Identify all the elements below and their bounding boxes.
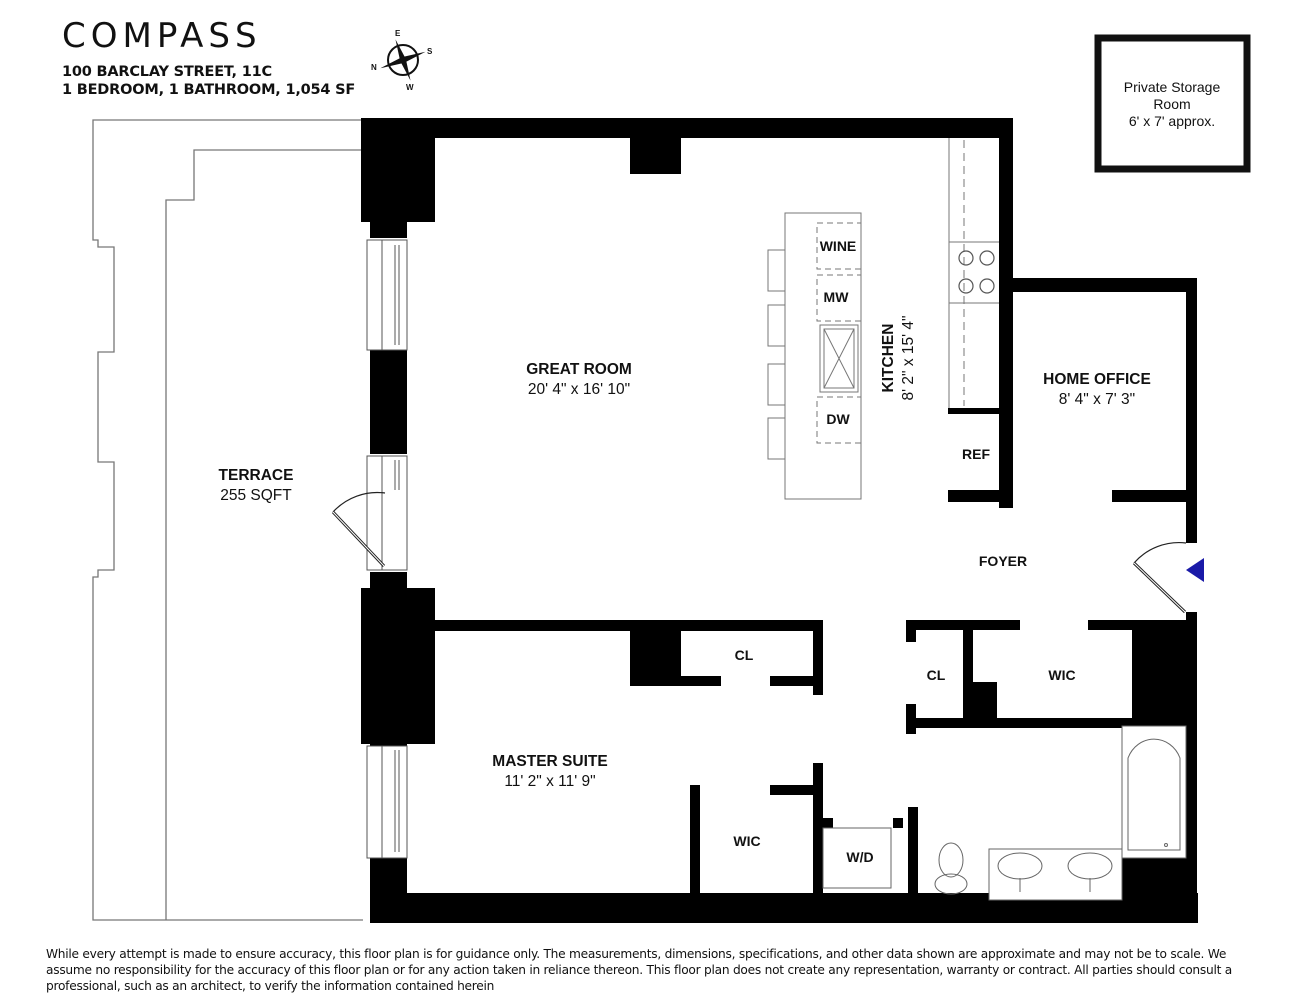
private-storage-room: Private Storage Room 6' x 7' approx. [1094, 34, 1251, 173]
dw-label: DW [826, 411, 850, 427]
great-room-size: 20' 4" x 16' 10" [528, 381, 630, 398]
kitchen-island [767, 212, 862, 500]
washer-dryer-label: W/D [846, 849, 873, 865]
compass-e-label: E [395, 29, 401, 38]
terrace-outline [92, 119, 363, 921]
wine-label: WINE [820, 238, 857, 254]
home-office-label: HOME OFFICE [1043, 371, 1151, 388]
compass-w-label: W [406, 83, 414, 92]
kitchen-size: 8' 2" x 15' 4" [900, 315, 917, 400]
terrace-door[interactable] [331, 491, 386, 568]
entry-marker-icon [1186, 558, 1204, 582]
disclaimer: While every attempt is made to ensure ac… [46, 947, 1232, 993]
mw-label: MW [824, 289, 850, 305]
terrace-label: TERRACE [219, 467, 294, 484]
storage-label-2: Room [1153, 96, 1190, 112]
terrace-size: 255 SQFT [220, 487, 292, 504]
compass-logo: COMPASS [62, 16, 262, 56]
listing-summary: 1 BEDROOM, 1 BATHROOM, 1,054 SF [62, 82, 356, 98]
great-room-label: GREAT ROOM [526, 361, 632, 378]
master-closet-label: CL [735, 647, 754, 663]
foyer-closet-label: CL [927, 667, 946, 683]
compass-n-label: N [371, 63, 377, 72]
windows [366, 239, 408, 859]
master-wic-label: WIC [733, 833, 760, 849]
bathroom-fixtures [822, 725, 1187, 901]
room-labels: TERRACE 255 SQFT GREAT ROOM 20' 4" x 16'… [219, 315, 1151, 865]
listing-address: 100 BARCLAY STREET, 11C [62, 64, 272, 80]
listing-header: 100 BARCLAY STREET, 11C 1 BEDROOM, 1 BAT… [62, 63, 355, 99]
foyer-wic-label: WIC [1048, 667, 1075, 683]
compass-s-label: S [427, 47, 433, 56]
compass-rose-icon: N E S W [371, 29, 433, 92]
kitchen-counter [948, 138, 999, 408]
walls [361, 118, 1198, 923]
ref-label: REF [962, 446, 990, 462]
foyer-label: FOYER [979, 553, 1027, 569]
cooktop-icon [958, 250, 995, 294]
storage-label-1: Private Storage [1124, 79, 1221, 95]
storage-label-3: 6' x 7' approx. [1129, 113, 1215, 129]
entry-door[interactable] [1132, 542, 1187, 614]
master-suite-label: MASTER SUITE [492, 753, 607, 770]
kitchen-label: KITCHEN [880, 324, 897, 393]
master-suite-size: 11' 2" x 11' 9" [504, 773, 595, 790]
home-office-size: 8' 4" x 7' 3" [1059, 391, 1135, 408]
